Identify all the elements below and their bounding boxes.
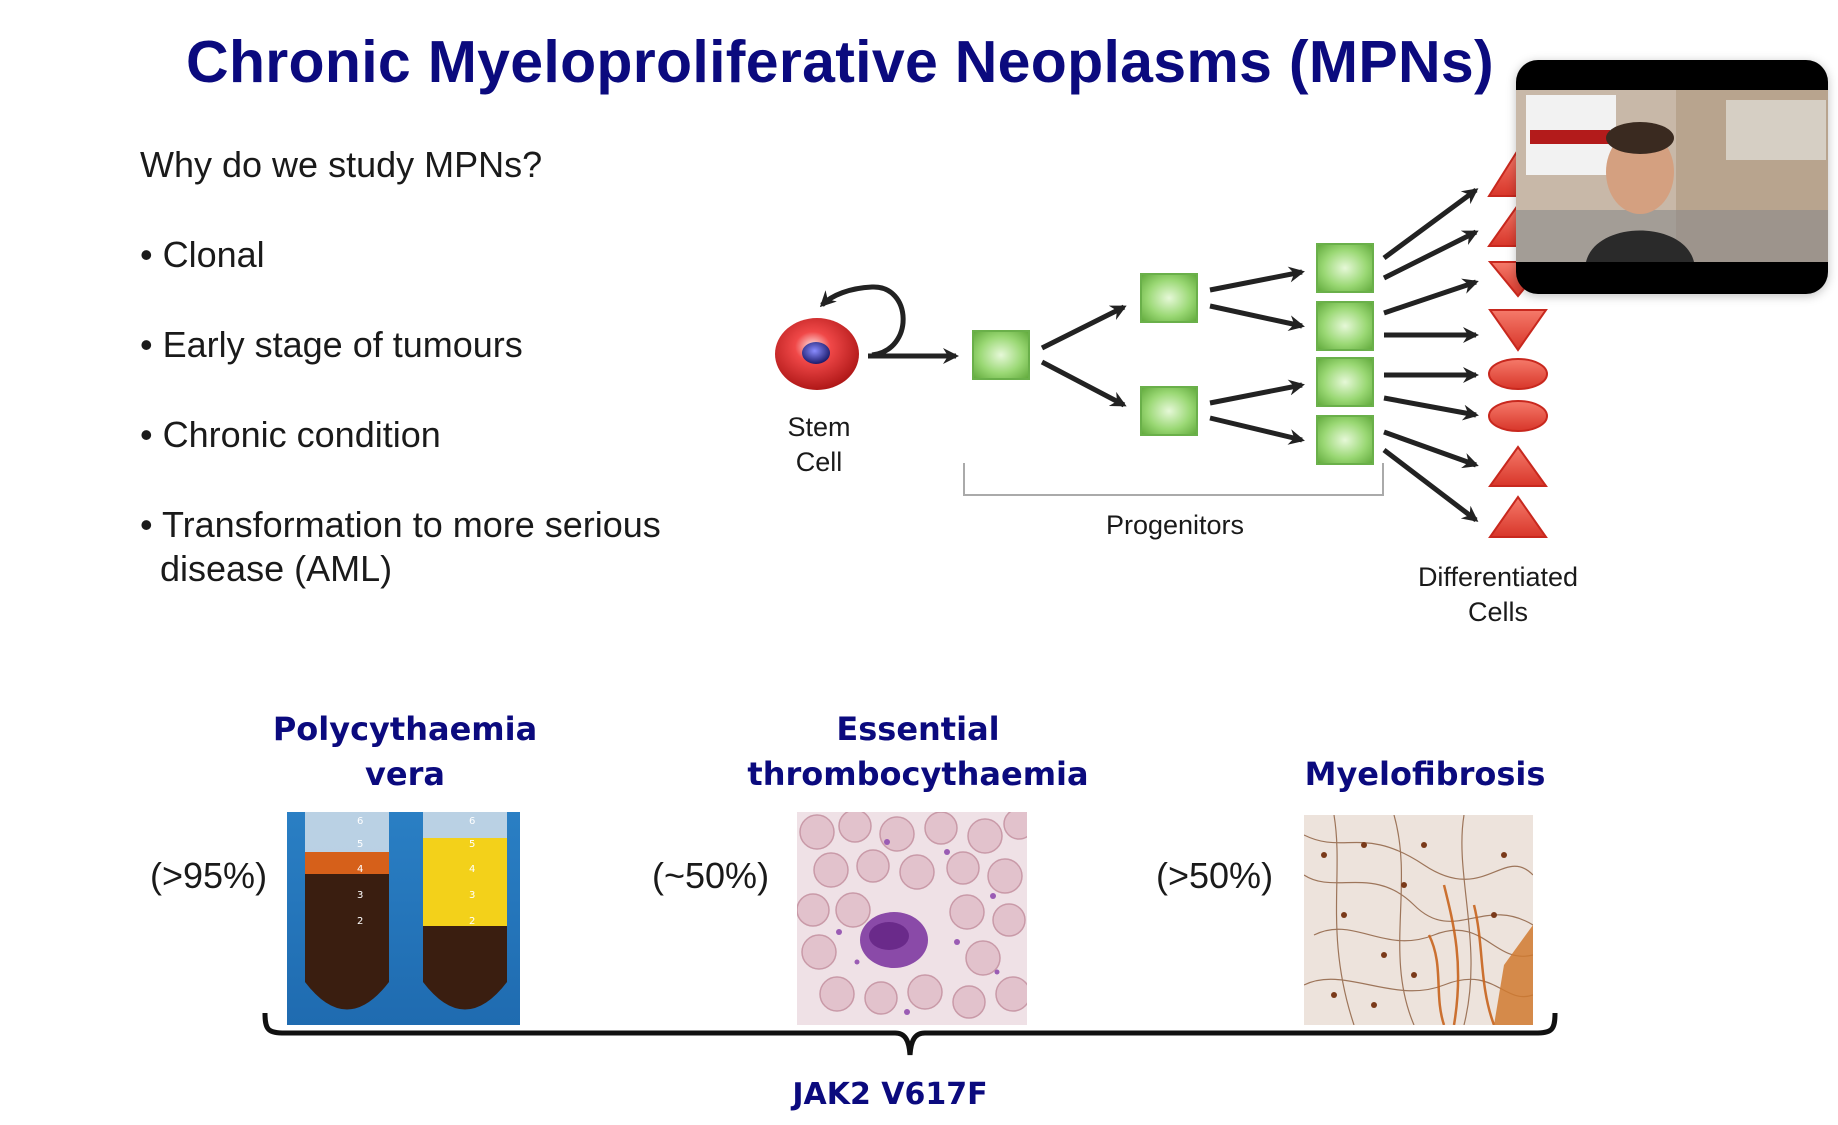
progenitors-bracket [963,463,1384,496]
svg-text:3: 3 [469,890,475,901]
stem-cell-icon [775,318,859,390]
slide-title: Chronic Myeloproliferative Neoplasms (MP… [186,29,1494,95]
percent-pv: (>95%) [150,855,268,896]
disease-name-et: Essential thrombocythaemia [747,710,1089,793]
svg-text:4: 4 [357,864,363,875]
bullet-early-stage: • Early stage of tumours [140,324,523,365]
svg-text:3: 3 [357,890,363,901]
svg-text:4: 4 [469,864,475,875]
differentiated-cells-label: Differentiated Cells [1417,562,1579,627]
bullet-chronic: • Chronic condition [140,414,441,455]
percent-et: (~50%) [652,855,770,896]
disease-name-pv: Polycythaemia vera [272,710,538,793]
bullet-transformation: • Transformation to more serious disease… [140,504,661,589]
svg-text:6: 6 [357,816,363,827]
bullet-clonal: • Clonal [140,234,265,275]
svg-text:5: 5 [469,839,475,850]
differentiated-cell-icon [1487,146,1549,538]
svg-text:6: 6 [469,816,475,827]
myelofibrosis-image [1304,815,1533,1025]
presenter-video[interactable] [1516,60,1828,294]
progenitor-cell-icon [972,243,1374,465]
svg-text:2: 2 [357,916,363,927]
self-renewal-arrow-icon [819,284,906,358]
disease-name-mf: Myelofibrosis [1304,755,1546,793]
mutation-label: JAK2 V617F [792,1077,988,1112]
svg-text:2: 2 [469,916,475,927]
svg-text:5: 5 [357,839,363,850]
stem-cell-label: Stem Cell [787,412,851,477]
question-text: Why do we study MPNs? [140,144,543,185]
percent-mf: (>50%) [1156,855,1274,896]
blood-smear-image [797,812,1027,1025]
blood-tubes-image: 6 5 4 3 2 6 5 4 3 2 [287,812,520,1025]
jak2-bracket [262,1012,1558,1056]
progenitors-label: Progenitors [1105,510,1245,540]
